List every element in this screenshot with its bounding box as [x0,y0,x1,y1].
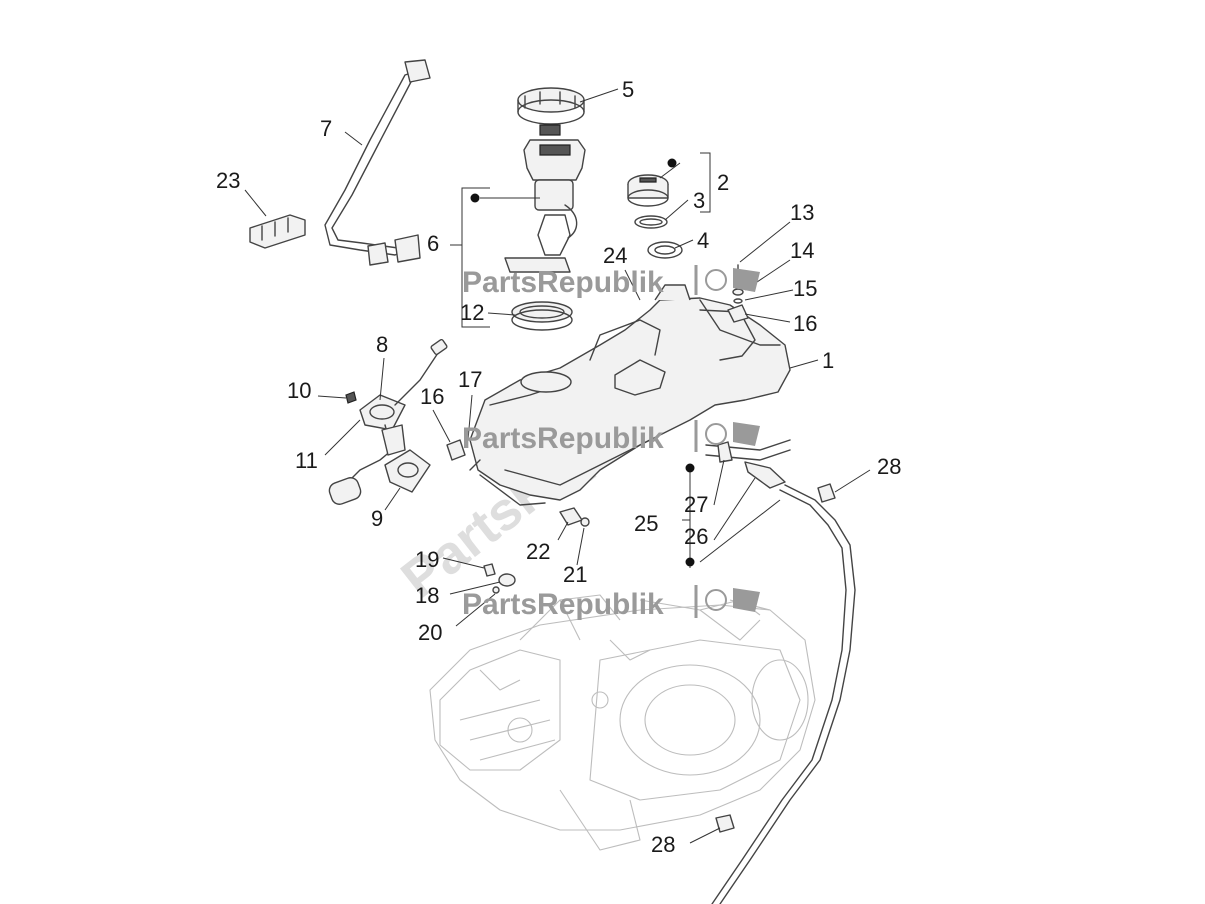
callout-27: 27 [684,492,708,517]
callout-21: 21 [563,562,587,587]
sensor-nut [345,391,357,404]
callout-3: 3 [693,188,705,213]
hose-clamp-lower [715,814,735,833]
hose-clip-set [249,214,306,249]
flag-icon [733,588,760,612]
bullet-dot [685,557,695,567]
watermark-text: PartsRepublik [462,588,664,621]
watermark-text: PartsRepublik [462,266,664,299]
callout-11: 11 [295,448,318,473]
engine-ghost [429,594,816,851]
callout-16-right: 16 [793,311,817,336]
callout-12: 12 [460,300,484,325]
bullet-dot [470,193,480,203]
callout-2: 2 [717,170,729,195]
callout-8: 8 [376,332,388,357]
ring-nut [517,87,585,136]
callout-7: 7 [320,116,332,141]
cap-gasket [634,215,668,229]
group-brackets [450,152,711,568]
pump-gasket [511,301,573,331]
fuel-cap [627,174,669,207]
bullet-dot [685,463,695,473]
flag-icon [733,268,760,292]
hose-clamp-upper [817,483,836,503]
fuel-level-sensor [328,338,448,505]
gear-icon [705,269,727,291]
callout-6: 6 [427,231,439,256]
small-clip-left [446,439,466,461]
callout-10: 10 [287,378,311,403]
callout-26: 26 [684,524,708,549]
filler-ring [647,241,683,259]
callout-4: 4 [697,228,709,253]
callout-18: 18 [415,583,439,608]
callout-25: 25 [634,511,658,536]
callout-5: 5 [622,77,634,102]
leader-lines [244,88,871,844]
fuel-hose [324,59,431,266]
fuel-pump-assembly [504,139,586,273]
callout-19: 19 [415,547,439,572]
callout-labels: 1 2 3 4 5 6 7 8 9 10 11 12 13 14 15 16 1… [216,77,901,857]
callout-1: 1 [822,348,834,373]
callout-13: 13 [790,200,814,225]
watermark-logo-1: PartsRepublik [462,265,760,299]
sensor-gasket [384,449,431,493]
watermark-text: PartsRepublik [462,422,664,455]
watermark-logo-3: PartsRepublik [462,585,760,621]
callout-9: 9 [371,506,383,531]
callout-15: 15 [793,276,817,301]
callout-22: 22 [526,539,550,564]
vent-pipe [705,439,856,904]
callout-23: 23 [216,168,240,193]
callout-28-lower: 28 [651,832,675,857]
bullet-dot [667,158,677,168]
gear-icon [705,589,727,611]
flag-icon [733,422,760,446]
watermark-logo-2: PartsRepublik [462,420,760,455]
callout-28-upper: 28 [877,454,901,479]
callout-17: 17 [458,367,482,392]
gear-icon [705,423,727,445]
callout-20: 20 [418,620,442,645]
lower-fasteners [483,507,590,594]
fuel-tank [469,284,791,506]
callout-24: 24 [603,243,627,268]
callout-16-left: 16 [420,384,444,409]
callout-14: 14 [790,238,814,263]
